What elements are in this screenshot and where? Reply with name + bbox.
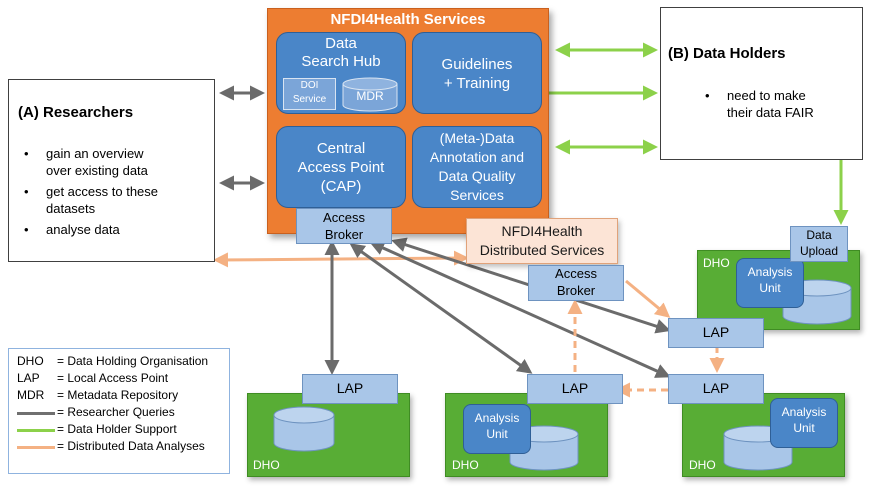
access-broker-distributed[interactable] — [528, 265, 624, 301]
guidelines-training-label: Guidelines + Training — [441, 56, 513, 92]
legend-item-lap: LAP = Local Access Point — [17, 371, 227, 388]
legend-line-peach — [17, 446, 55, 449]
researcher-bullet: •get access to these datasets — [24, 184, 159, 216]
lap-label: LAP — [561, 380, 589, 396]
legend-abbr: DHO — [17, 354, 44, 368]
dist-broker-lap4-arrow — [625, 279, 671, 318]
distributed-services-box[interactable] — [466, 218, 618, 264]
researcher-bullet: •gain an overview over existing data — [24, 146, 148, 178]
access-broker-distributed-label: Access Broker — [555, 266, 597, 298]
researchers-bullets: •gain an overview over existing data •ge… — [24, 145, 211, 238]
dho-label: DHO — [253, 458, 280, 472]
data-search-hub-label: Data Search Hub — [301, 35, 381, 70]
doi-service-box[interactable] — [283, 78, 336, 110]
legend-item-mdr: MDR = Metadata Repository — [17, 388, 227, 405]
access-broker-central-label: Access Broker — [323, 210, 365, 242]
data-holders-title: (B) Data Holders — [668, 45, 786, 62]
lap-label: LAP — [336, 380, 364, 396]
cap-label: Central Access Point (CAP) — [297, 140, 385, 195]
legend: DHO = Data Holding Organisation LAP = Lo… — [17, 354, 227, 456]
legend-item-data-holder-support: = Data Holder Support — [17, 422, 227, 439]
dho-label: DHO — [703, 256, 730, 270]
mdr-database-icon[interactable] — [341, 77, 399, 113]
data-upload-label: Data Upload — [799, 228, 839, 258]
legend-item-distributed-analyses: = Distributed Data Analyses — [17, 439, 227, 456]
legend-line-gray — [17, 412, 55, 415]
legend-abbr: LAP — [17, 371, 40, 385]
access-broker-central[interactable] — [296, 208, 392, 244]
annotation-quality-services[interactable] — [412, 126, 542, 208]
central-access-point[interactable] — [276, 126, 406, 208]
data-holders-box — [660, 7, 863, 160]
legend-item-researcher-queries: = Researcher Queries — [17, 405, 227, 422]
legend-text: = Metadata Repository — [57, 388, 179, 402]
analysis-unit-label: Analysis Unit — [474, 411, 520, 441]
distributed-services-label: NFDI4Health Distributed Services — [479, 223, 605, 258]
legend-line-green — [17, 429, 55, 432]
lap-bottom-right[interactable] — [668, 374, 764, 404]
analysis-unit-bottom-right[interactable] — [770, 398, 838, 448]
holder-bullet: •need to make their data FAIR — [705, 88, 814, 120]
guidelines-training[interactable] — [412, 32, 542, 114]
mdr-label: MDR — [356, 89, 384, 103]
analysis-unit-top-right[interactable] — [736, 258, 804, 308]
analysis-unit-label: Analysis Unit — [781, 405, 827, 435]
lap-label: LAP — [702, 380, 730, 396]
analysis-unit-bottom-middle[interactable] — [463, 404, 531, 454]
lap-right-top[interactable] — [668, 318, 764, 348]
data-holders-bullets: •need to make their data FAIR — [705, 87, 857, 121]
legend-text: = Data Holder Support — [57, 422, 177, 436]
lap-label: LAP — [702, 324, 730, 340]
dho-label: DHO — [452, 458, 479, 472]
researcher-bullet: •analyse data — [24, 222, 120, 237]
database-icon — [273, 406, 335, 452]
services-title: NFDI4Health Services — [330, 11, 486, 28]
lap-bottom-left[interactable] — [302, 374, 398, 404]
legend-item-dho: DHO = Data Holding Organisation — [17, 354, 227, 371]
legend-text: = Researcher Queries — [57, 405, 175, 419]
legend-box — [8, 348, 230, 474]
legend-text: = Distributed Data Analyses — [57, 439, 205, 453]
analysis-unit-label: Analysis Unit — [747, 265, 793, 295]
lap-bottom-middle[interactable] — [527, 374, 623, 404]
legend-text: = Local Access Point — [57, 371, 169, 385]
annotation-label: (Meta-)Data Annotation and Data Quality … — [429, 130, 525, 203]
broker-lap2-arrow — [349, 243, 533, 374]
researchers-distributed-arrow — [213, 250, 469, 268]
doi-service-label: DOI Service — [292, 80, 327, 105]
researchers-box — [8, 79, 215, 262]
legend-text: = Data Holding Organisation — [57, 354, 209, 368]
researchers-title: (A) Researchers — [18, 104, 134, 121]
dho-label: DHO — [689, 458, 716, 472]
data-upload-box[interactable] — [790, 226, 848, 262]
legend-abbr: MDR — [17, 388, 45, 402]
